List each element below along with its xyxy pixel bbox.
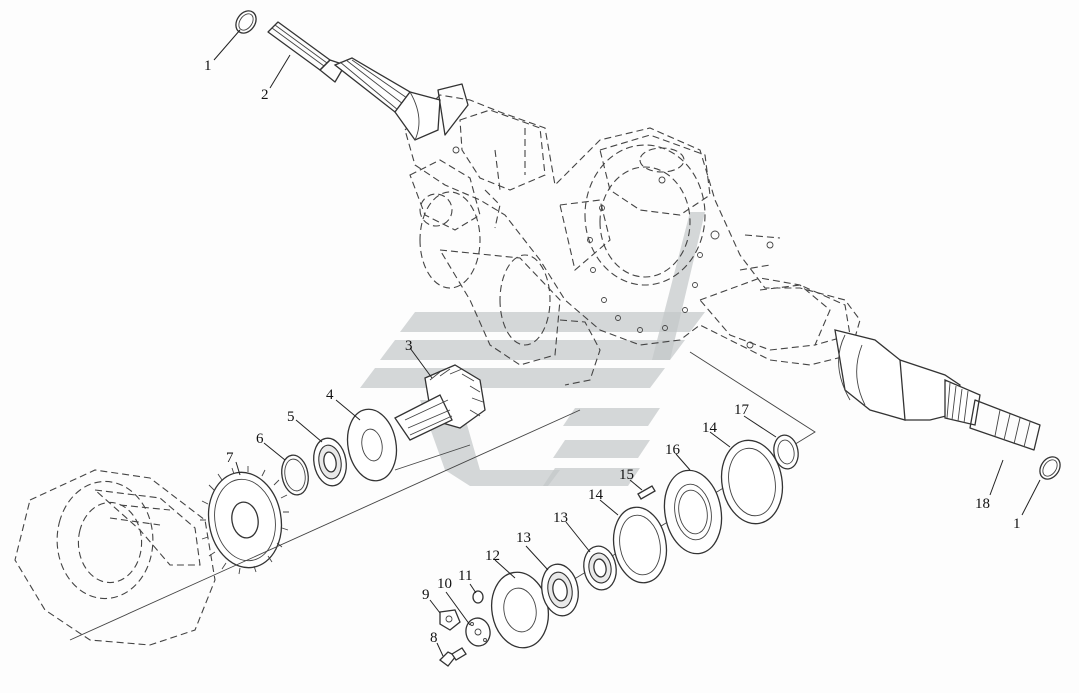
callout-13-inner: 13 [553,510,568,526]
callout-14-rear: 14 [702,420,718,436]
roller-bearing [313,437,347,487]
callout-10: 10 [437,576,452,592]
callout-6: 6 [256,431,264,447]
callout-12: 12 [485,548,500,564]
left-half-shaft [267,21,469,141]
bevel-pinion [394,364,486,441]
seal-ring-right [1039,456,1061,480]
callout-8: 8 [430,630,438,646]
o-ring [773,434,799,470]
callout-13-outer: 13 [516,530,531,546]
flange-gasket-front [612,506,668,584]
callout-5: 5 [287,409,295,425]
callout-15: 15 [619,467,634,483]
callout-9: 9 [422,587,430,603]
right-half-shaft [834,329,1041,451]
snap-ring [281,454,309,496]
callout-11: 11 [458,568,472,584]
gear-case [14,469,216,646]
callout-2: 2 [261,87,269,103]
callout-17: 17 [734,402,750,418]
callout-7: 7 [226,450,234,466]
leader-lines [213,29,1041,657]
seal-ring-left [235,10,257,34]
bolt [439,647,467,667]
callout-14-front: 14 [588,487,604,503]
spur-gear [200,466,289,575]
retaining-plate [465,617,491,647]
callout-1-right: 1 [1013,516,1021,532]
callout-16: 16 [665,442,681,458]
callout-labels: 1 2 3 4 5 6 7 8 9 10 11 12 13 13 14 14 1… [204,58,1021,646]
tapered-bearing-inner [583,545,617,591]
flange-gasket-rear [720,439,784,525]
callout-1-left: 1 [204,58,212,74]
dowel-pin [637,485,656,500]
lock-washer [439,609,461,631]
bearing-housing [663,469,723,555]
nut [472,590,484,604]
callout-4: 4 [326,387,334,403]
callout-3: 3 [405,338,413,354]
tapered-bearing-outer [541,563,579,617]
shim-disc [346,408,398,482]
callout-18: 18 [975,496,990,512]
